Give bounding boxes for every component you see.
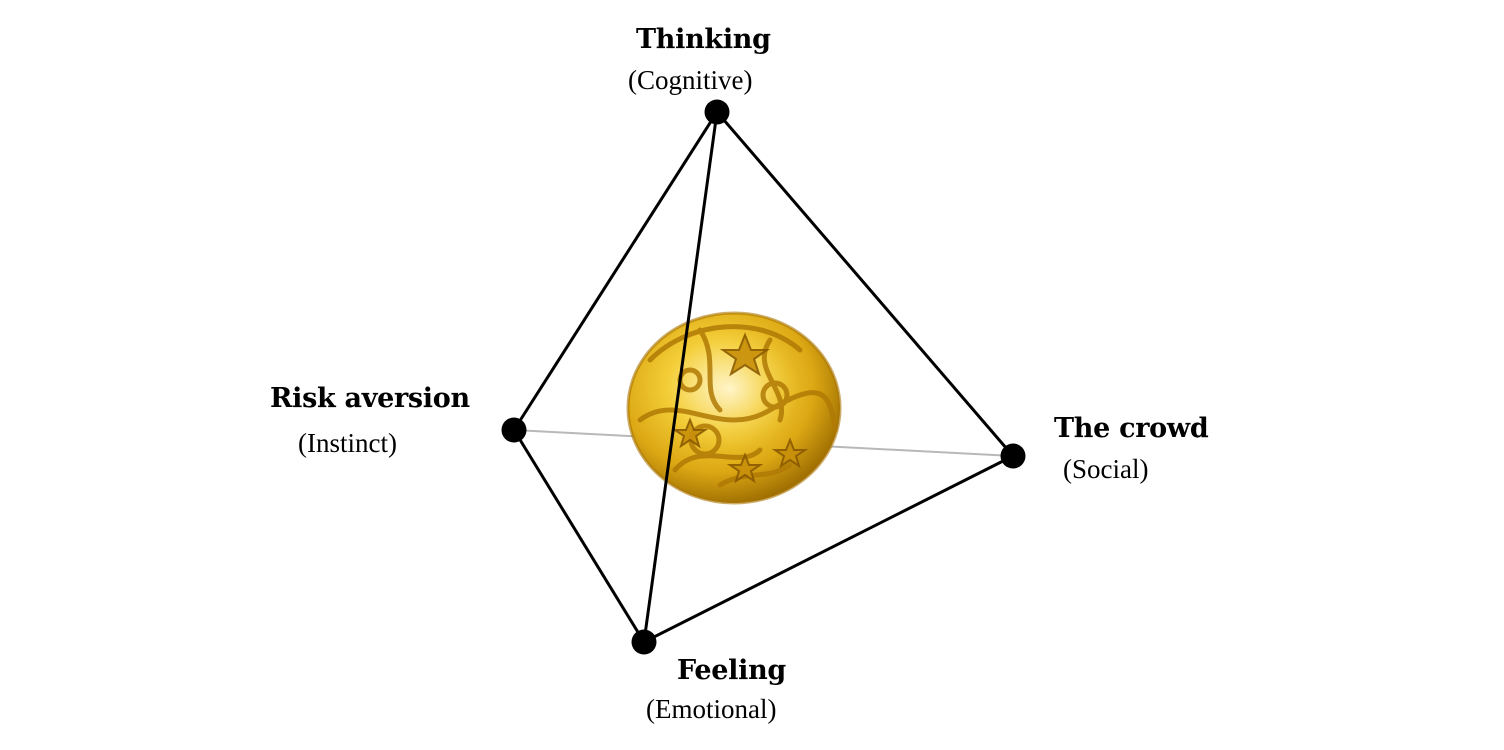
node-risk-aversion (501, 417, 527, 443)
feeling-subtitle: (Emotional) (646, 694, 777, 724)
edge-risk-feeling (512, 429, 646, 643)
edge-feeling-crowd (643, 454, 1014, 644)
edge-thinking-risk (512, 111, 719, 431)
node-the-crowd (1000, 443, 1026, 469)
thinking-title: Thinking (636, 24, 771, 55)
the-crowd-title: The crowd (1054, 413, 1209, 444)
thinking-subtitle: (Cognitive) (628, 65, 753, 95)
node-thinking (704, 99, 730, 125)
node-feeling (631, 629, 657, 655)
feeling-title: Feeling (677, 655, 786, 686)
risk-aversion-title: Risk aversion (270, 383, 470, 414)
golden-filigree-sphere (626, 311, 842, 505)
edge-thinking-crowd (715, 111, 1015, 457)
the-crowd-subtitle: (Social) (1063, 454, 1149, 484)
edge-thinking-feeling (642, 111, 719, 643)
risk-aversion-subtitle: (Instinct) (298, 428, 397, 458)
